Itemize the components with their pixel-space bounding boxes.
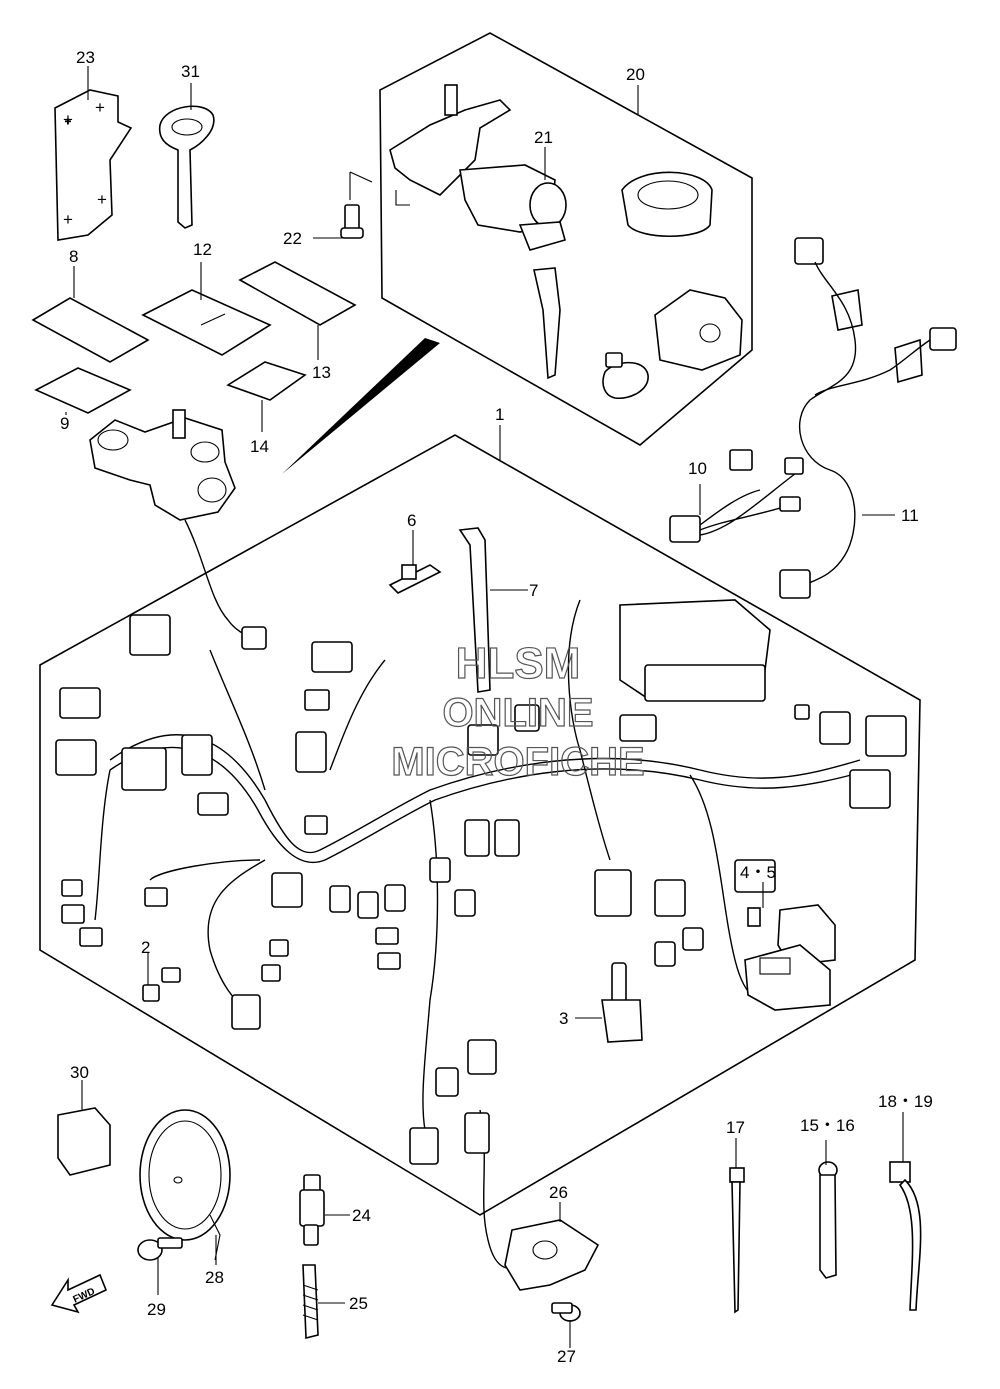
callout-24: 24 — [352, 1206, 371, 1225]
callout-17: 17 — [726, 1118, 745, 1137]
svg-text:+: + — [95, 98, 105, 117]
lock-set-parts — [389, 84, 743, 400]
callout-30: 30 — [70, 1063, 89, 1082]
svg-text:+: + — [63, 210, 73, 229]
callout-25: 25 — [349, 1294, 368, 1313]
callout-4-5: 4・5 — [740, 863, 776, 882]
svg-text:+: + — [65, 117, 71, 128]
switch-part-24 — [299, 1174, 350, 1246]
relay-part-30 — [57, 1080, 111, 1176]
callout-6: 6 — [407, 511, 416, 530]
callout-26: 26 — [549, 1183, 568, 1202]
callout-31: 31 — [181, 62, 200, 81]
key-part-31 — [158, 83, 215, 229]
callout-13: 13 — [312, 363, 331, 382]
callouts: 23 31 20 21 22 8 12 13 9 14 1 10 11 6 7 … — [60, 48, 933, 1366]
callout-27: 27 — [557, 1347, 576, 1366]
sub-harness-11 — [779, 237, 957, 599]
callout-15-16: 15・16 — [800, 1116, 855, 1135]
callout-8: 8 — [69, 247, 78, 266]
callout-7: 7 — [529, 581, 538, 600]
callout-20: 20 — [626, 65, 645, 84]
callout-28: 28 — [205, 1268, 224, 1287]
sensor-part-3 — [575, 962, 643, 1043]
fwd-arrow-icon: FWD — [50, 1273, 108, 1314]
bolt-part-27 — [551, 1302, 581, 1348]
callout-12: 12 — [193, 240, 212, 259]
svg-text:+: + — [97, 190, 107, 209]
fuse-box-parts-4-5 — [744, 882, 836, 1011]
callout-2: 2 — [141, 938, 150, 957]
bracket-part-26 — [504, 1202, 600, 1291]
callout-21: 21 — [534, 128, 553, 147]
lock-set-group-outline — [379, 32, 753, 446]
svg-text:+: + — [63, 110, 73, 129]
callout-11: 11 — [901, 506, 919, 525]
callout-18-19: 18・19 — [878, 1092, 933, 1111]
callout-23: 23 — [76, 48, 95, 67]
callout-10: 10 — [688, 459, 707, 478]
tie-part-18-19 — [889, 1112, 922, 1311]
direction-wedge — [282, 338, 440, 474]
watermark-line-1: HLSM — [456, 639, 581, 688]
spring-part-25 — [302, 1264, 345, 1340]
label-sheets — [31, 261, 357, 432]
bolt-part-22 — [313, 171, 410, 239]
sub-harness-10 — [669, 449, 804, 543]
horn-part-28 — [139, 1109, 231, 1265]
leader-lines — [499, 85, 639, 460]
callout-3: 3 — [559, 1009, 568, 1028]
watermark-line-2: ONLINE — [442, 691, 593, 735]
callout-29: 29 — [147, 1300, 166, 1319]
harness-group-outline — [39, 434, 921, 1216]
main-harness — [55, 599, 907, 1269]
callout-9: 9 — [60, 414, 69, 433]
bolt-part-29 — [137, 1237, 183, 1295]
tie-part-7 — [458, 527, 528, 693]
ignition-switch — [89, 409, 267, 650]
tie-part-17 — [729, 1138, 745, 1314]
watermark-line-3: MICROFICHE — [391, 740, 644, 784]
watermark: HLSM ONLINE MICROFICHE — [391, 638, 646, 784]
callout-1: 1 — [495, 405, 504, 424]
callout-22: 22 — [283, 229, 302, 248]
clip-part-6 — [388, 530, 442, 594]
tie-part-15-16 — [818, 1140, 838, 1279]
plate-part-23: + + + + + — [54, 66, 133, 241]
callout-14: 14 — [250, 437, 269, 456]
